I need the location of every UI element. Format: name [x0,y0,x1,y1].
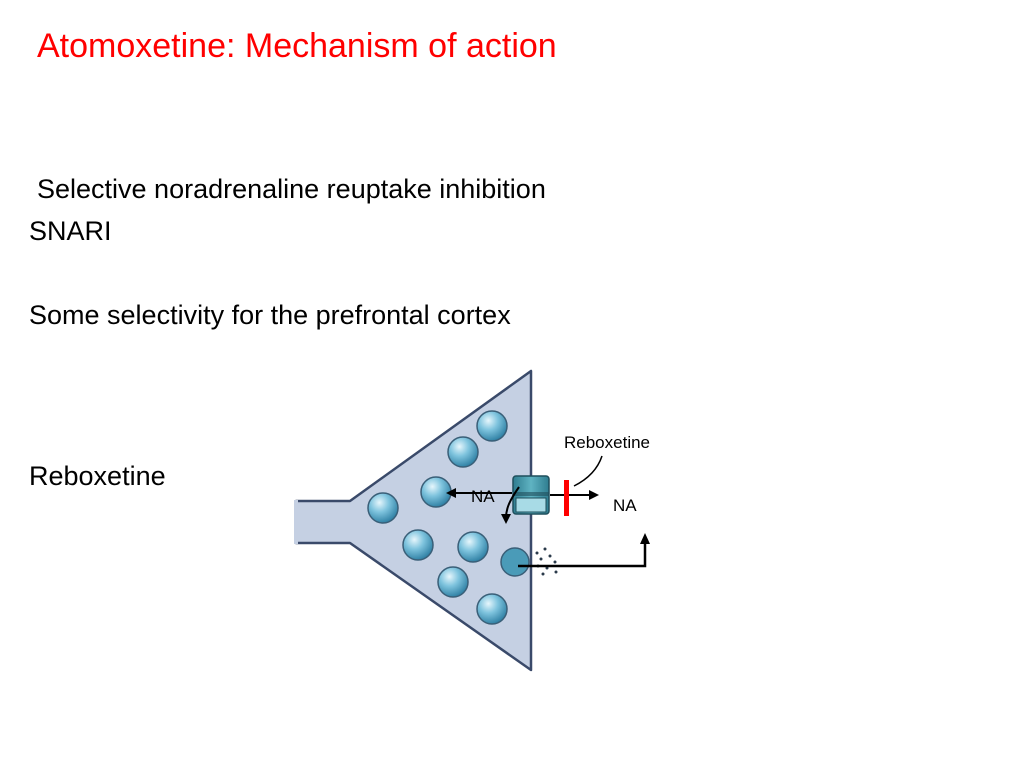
na-label-outside: NA [613,496,637,515]
release-arrow-head [640,533,650,544]
na-transporter [512,475,550,515]
vesicle [420,476,452,508]
vesicle [457,531,489,563]
release-arrow-line [518,542,647,568]
cleft-arrow-head [589,490,599,500]
released-particles [535,547,558,576]
transporter-curve-arrow-head [501,514,511,524]
drug-pointer-line [573,455,603,487]
text-line-mechanism: Selective noradrenaline reuptake inhibit… [37,174,546,204]
vesicle [476,410,508,442]
drug-name-label: Reboxetine [564,433,650,452]
inhibition-bar [564,480,569,516]
vesicle [367,492,399,524]
text-line-selectivity: Some selectivity for the prefrontal cort… [29,300,511,330]
vesicle [437,566,469,598]
reuptake-arrow-head [446,488,456,498]
vesicle-group [367,410,530,625]
vesicle [447,436,479,468]
na-label-inside: NA [471,487,495,506]
vesicle-releasing [500,547,530,577]
text-line-abbreviation: SNARI [29,216,112,246]
drug-label: Reboxetine [29,461,166,491]
body-text: Selective noradrenaline reuptake inhibit… [29,168,546,336]
vesicle [476,593,508,625]
vesicle [402,529,434,561]
slide-title: Atomoxetine: Mechanism of action [37,27,557,65]
